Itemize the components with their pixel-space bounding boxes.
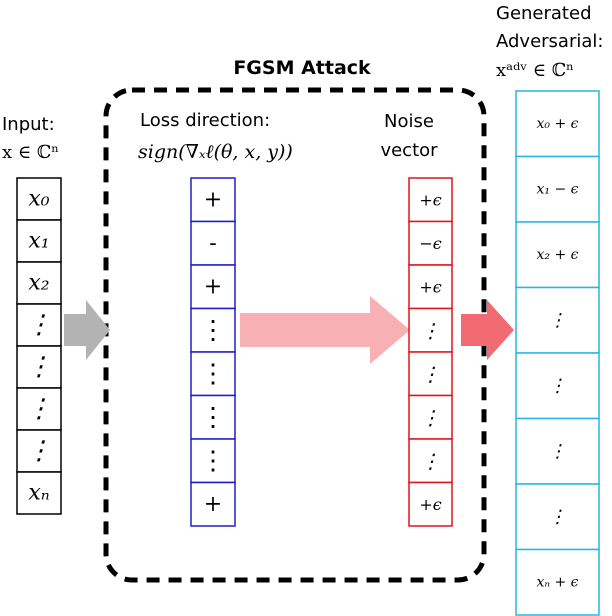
- noise-cell-text: −ϵ: [419, 234, 441, 253]
- output-domain: xᵃᵈᵛ ∈ ℂⁿ: [496, 60, 574, 81]
- noise-label: Noise: [384, 111, 434, 132]
- input-cell-text: ⋮: [26, 352, 52, 382]
- output-cell: [515, 286, 600, 354]
- noise-cell: [408, 438, 453, 484]
- input-cell-text: ⋮: [26, 310, 52, 340]
- noise-cell: [408, 264, 453, 310]
- input-cell-text: ⋮: [26, 436, 52, 466]
- output-cell-text: ⋮: [549, 375, 567, 396]
- noise-cell-text: +ϵ: [419, 190, 441, 209]
- loss-label: Loss direction:: [140, 110, 270, 131]
- loss-cell-text: ⋮: [200, 402, 226, 432]
- loss-direction-vector: + - + ⋮ ⋮ ⋮ ⋮ +: [190, 177, 236, 527]
- loss-cell-text: -: [209, 231, 216, 256]
- noise-cell: [408, 307, 453, 353]
- output-cell: [515, 483, 600, 551]
- arrow-attack-to-output: [461, 300, 514, 360]
- diagram-title: FGSM Attack: [233, 57, 371, 79]
- loss-cell: [190, 307, 236, 353]
- loss-cell: [190, 394, 236, 440]
- loss-cell: [190, 264, 236, 310]
- loss-cell: [190, 351, 236, 397]
- adversarial-vector: x₀ + ϵ x₁ − ϵ x₂ + ϵ ⋮ ⋮ ⋮ ⋮ xₙ + ϵ: [515, 90, 600, 616]
- input-cell-text: xₙ: [28, 481, 49, 506]
- output-cell: [515, 417, 600, 485]
- output-cell-text: xₙ + ϵ: [536, 574, 578, 590]
- loss-cell-text: ⋮: [200, 446, 226, 476]
- noise-cell-text: ⋮: [421, 318, 441, 342]
- noise-cell: [408, 394, 453, 440]
- input-cell: [16, 177, 62, 221]
- noise-cell-text: ⋮: [421, 405, 441, 429]
- output-cell: [515, 548, 600, 616]
- loss-cell: [190, 438, 236, 484]
- input-cell: [16, 471, 62, 515]
- input-cell-text: x₂: [28, 271, 49, 296]
- loss-cell-text: ⋮: [200, 359, 226, 389]
- input-cell-text: x₁: [28, 229, 49, 254]
- output-cell-text: ⋮: [549, 441, 567, 462]
- input-cell: [16, 345, 62, 389]
- loss-cell-text: +: [204, 187, 222, 212]
- output-cell-text: ⋮: [549, 310, 567, 331]
- noise-cell: [408, 220, 453, 266]
- output-cell: [515, 155, 600, 223]
- output-cell-text: x₂ + ϵ: [537, 247, 579, 263]
- output-cell-text: ⋮: [549, 506, 567, 527]
- noise-vector: +ϵ −ϵ +ϵ ⋮ ⋮ ⋮ ⋮ +ϵ: [408, 177, 453, 527]
- output-label: Generated: [496, 3, 592, 24]
- input-cell: [16, 429, 62, 473]
- loss-cell: [190, 481, 236, 527]
- noise-cell: [408, 177, 453, 223]
- input-cell: [16, 303, 62, 347]
- output-label-2: Adversarial:: [496, 31, 603, 52]
- input-cell: [16, 387, 62, 431]
- arrow-loss-to-noise: [240, 296, 410, 364]
- input-cell-text: ⋮: [26, 394, 52, 424]
- input-cell-text: x₀: [28, 187, 49, 212]
- loss-cell: [190, 220, 236, 266]
- output-cell: [515, 221, 600, 289]
- loss-cell-text: +: [204, 274, 222, 299]
- loss-cell: [190, 177, 236, 223]
- noise-cell: [408, 351, 453, 397]
- output-cell-text: x₁ − ϵ: [537, 181, 579, 197]
- input-vector: x₀ x₁ x₂ ⋮ ⋮ ⋮ ⋮ xₙ: [16, 177, 62, 515]
- input-domain: x ∈ ℂⁿ: [2, 142, 59, 163]
- noise-cell-text: +ϵ: [419, 495, 441, 514]
- noise-cell-text: ⋮: [421, 362, 441, 386]
- loss-cell-text: +: [204, 492, 222, 517]
- output-cell-text: x₀ + ϵ: [537, 116, 579, 132]
- arrow-input-to-attack: [64, 300, 110, 360]
- output-cell: [515, 352, 600, 420]
- noise-label-2: vector: [380, 140, 438, 161]
- noise-cell: [408, 481, 453, 527]
- noise-cell-text: +ϵ: [419, 277, 441, 296]
- input-cell: [16, 219, 62, 263]
- input-label: Input:: [2, 114, 55, 135]
- noise-cell-text: ⋮: [421, 449, 441, 473]
- loss-formula: sign(∇ₓℓ(θ, x, y)): [138, 141, 293, 163]
- loss-cell-text: ⋮: [200, 315, 226, 345]
